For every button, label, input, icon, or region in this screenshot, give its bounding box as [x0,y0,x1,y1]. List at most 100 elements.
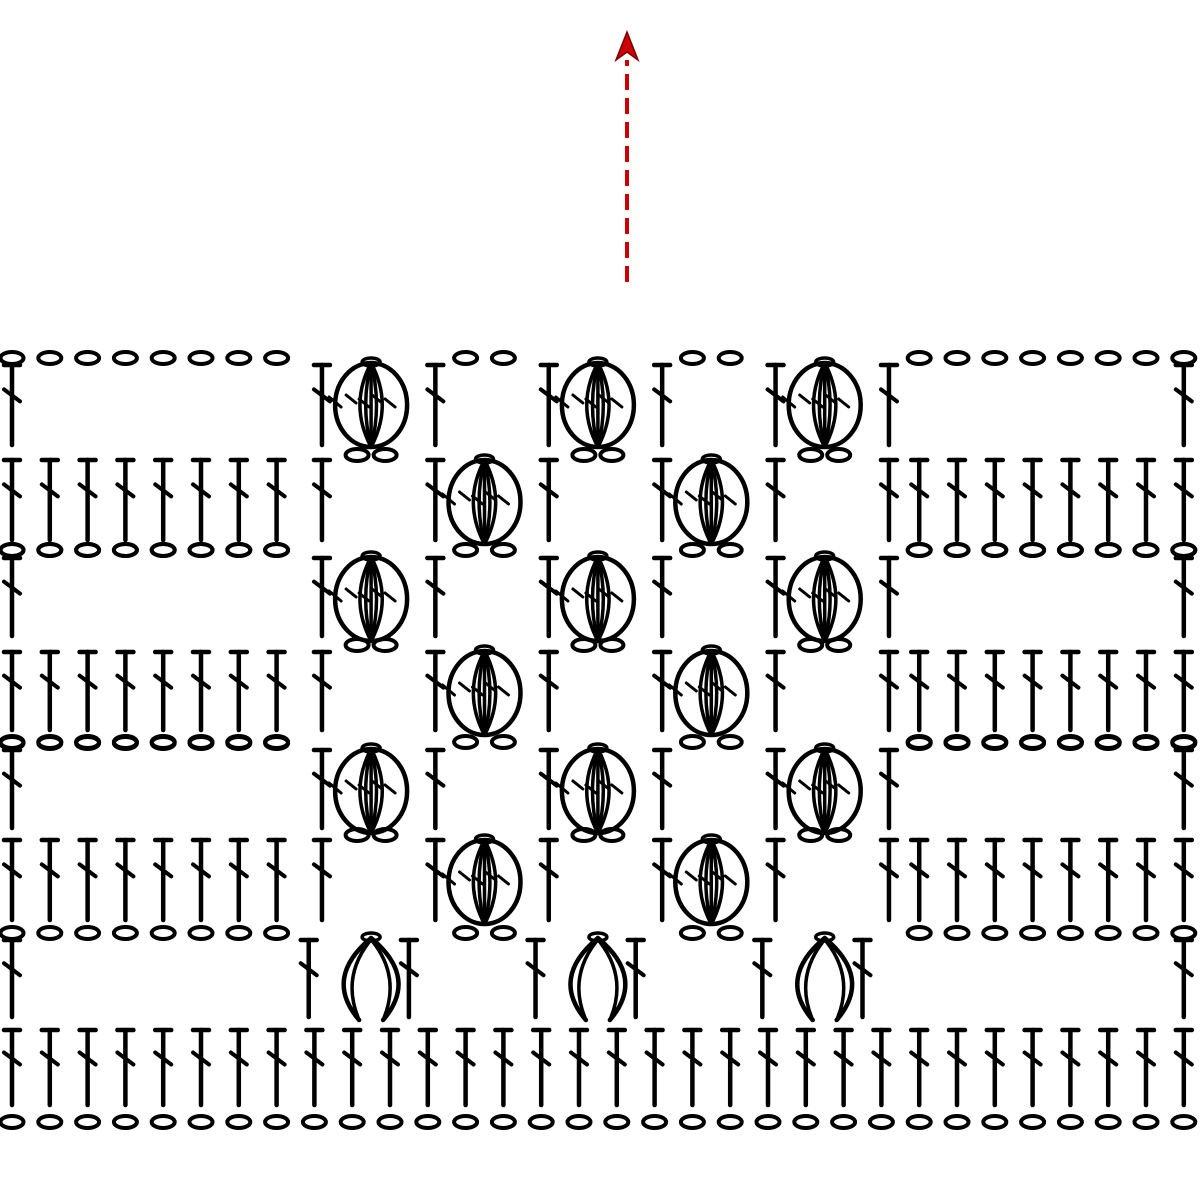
chain-stitch [36,350,64,366]
double-crochet-stitch [946,457,968,543]
double-crochet-stitch [984,837,1006,923]
double-crochet-stitch [651,362,673,448]
double-crochet-stitch [765,457,786,543]
double-crochet-stitch [39,649,61,733]
double-crochet-stitch [1173,555,1195,639]
double-crochet-stitch [1135,1027,1157,1108]
double-crochet-stitch [1173,457,1195,543]
double-crochet-stitch [1135,837,1157,923]
puff-stitch [667,453,750,547]
double-crochet-stitch [266,457,287,543]
chain-stitch [149,1114,177,1130]
double-crochet-stitch [538,649,560,733]
chain-stitch [489,734,517,750]
puff-stitch [327,550,410,644]
double-crochet-stitch [152,1027,174,1108]
double-crochet-stitch [1173,747,1195,831]
double-crochet-stitch [878,457,900,543]
chain-stitch [149,734,177,750]
chain-stitch [452,542,480,558]
chain-stitch [225,350,253,366]
double-crochet-stitch [568,1027,590,1108]
chain-stitch [225,542,253,558]
chain-stitch [0,350,26,366]
puff-stitch [667,644,750,738]
double-crochet-stitch [1,747,23,831]
double-crochet-stitch [765,362,786,448]
double-crochet-stitch [644,1027,665,1108]
double-crochet-stitch [538,837,560,923]
double-crochet-stitch [39,837,61,923]
chain-stitch [1132,542,1160,558]
double-crochet-stitch [757,1027,779,1108]
chain-stitch [187,925,215,941]
chain-stitch [1056,734,1084,750]
double-crochet-stitch [1,937,23,1020]
chain-stitch [1056,542,1084,558]
arrow-head [614,29,640,63]
chain-stitch [1170,925,1198,941]
chain-stitch [797,447,825,463]
chain-stitch [570,447,598,463]
double-crochet-stitch [1060,457,1081,543]
double-crochet-stitch [946,649,968,733]
puff-stitch [441,833,523,927]
double-crochet-stitch [530,1027,552,1108]
chain-stitch [943,542,971,558]
double-crochet-stitch [311,555,333,639]
chain-stitch [1170,734,1198,750]
double-crochet-stitch [878,837,900,923]
chain-stitch [36,734,64,750]
double-crochet-stitch [538,457,560,543]
double-crochet-stitch [1173,837,1195,923]
double-crochet-stitch [1097,457,1119,543]
double-crochet-stitch [298,937,319,1020]
chain-stitch [74,350,102,366]
double-crochet-stitch [984,457,1006,543]
double-crochet-stitch [1,555,23,639]
double-crochet-stitch [1,362,23,448]
chain-stitch [1170,542,1198,558]
chain-stitch [905,542,933,558]
chain-stitch [1019,542,1047,558]
chain-stitch [452,734,480,750]
double-crochet-stitch [455,1027,476,1108]
chain-stitch [0,542,26,558]
double-crochet-stitch [190,1027,212,1108]
chain-stitch [754,1114,782,1130]
double-crochet-stitch [651,747,673,831]
chain-stitch [1019,350,1047,366]
double-crochet-stitch [1,837,23,923]
chain-stitch [1094,542,1122,558]
double-crochet-stitch [115,837,136,923]
chain-stitch [74,734,102,750]
chain-stitch [74,542,102,558]
chain-stitch [943,925,971,941]
chain-stitch [1132,350,1160,366]
chain-stitch [716,925,744,941]
chain-stitch [343,447,371,463]
chain-stitch [187,1114,215,1130]
puff-stitch [327,356,410,450]
double-crochet-stitch [1173,937,1195,1020]
chain-stitch [0,925,26,941]
chain-stitch [489,350,517,366]
chain-stitch [1094,925,1122,941]
chain-stitch [716,542,744,558]
double-crochet-stitch [425,747,446,831]
double-crochet-stitch [1097,1027,1119,1108]
double-crochet-stitch [538,555,560,639]
chain-stitch [716,1114,744,1130]
double-crochet-stitch [1022,649,1043,733]
chain-stitch [678,1114,706,1130]
chain-stitch [1132,1114,1160,1130]
double-crochet-stitch [228,649,250,733]
double-crochet-stitch [795,1027,817,1108]
double-crochet-stitch [765,747,786,831]
chain-stitch [1170,1114,1198,1130]
chain-stitch [338,1114,366,1130]
chain-stitch [111,925,139,941]
chain-stitch [263,350,291,366]
double-crochet-stitch [266,1027,287,1108]
chain-stitch [149,925,177,941]
